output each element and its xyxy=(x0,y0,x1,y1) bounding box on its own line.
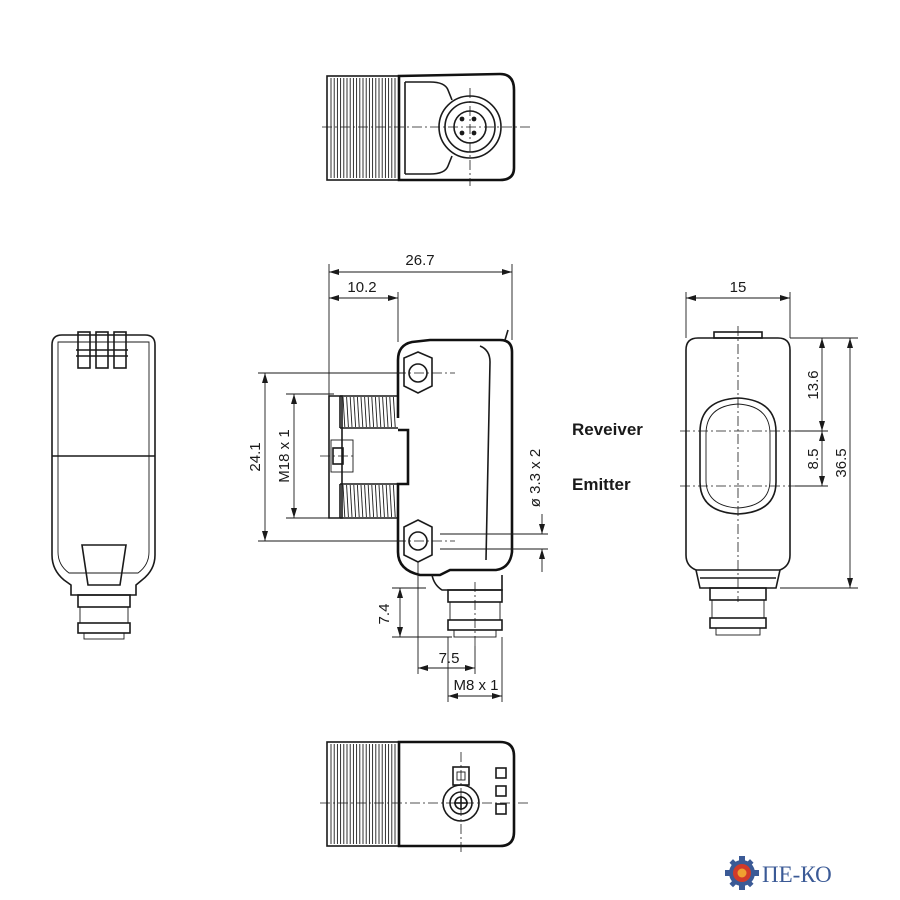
dim-lens-offset: 10.2 xyxy=(347,279,376,296)
pin-icon xyxy=(459,116,465,122)
dim-thread-height: 24.1 xyxy=(247,442,264,471)
front-view: 26.7 10.2 24.1 M18 x 1 ø 3.3 x 2 xyxy=(247,252,548,702)
top-view xyxy=(322,72,530,186)
logo-text: ПЕ-КО xyxy=(762,862,832,887)
bottom-view-thread xyxy=(330,744,396,844)
dim-receiver-offset: 13.6 xyxy=(805,370,822,399)
dim-front-thread: M18 x 1 xyxy=(276,429,293,482)
gear-logo-icon xyxy=(725,856,759,890)
bottom-view xyxy=(320,740,530,852)
lens-window xyxy=(699,397,777,515)
receiver-label: Reveiver xyxy=(572,420,643,439)
dim-overall-length: 26.7 xyxy=(405,252,434,269)
right-view: 15 13.6 8.5 36.5 xyxy=(680,279,858,636)
dim-mount-holes: ø 3.3 x 2 xyxy=(527,449,544,507)
front-thread-upper xyxy=(339,395,398,429)
dim-width: 15 xyxy=(730,279,747,296)
dim-optical-spacing: 8.5 xyxy=(805,449,822,470)
left-view xyxy=(51,331,156,640)
dim-connector-offset: 7.5 xyxy=(439,650,460,667)
logo: ПЕ-КО xyxy=(725,856,832,890)
hex-nut-icon xyxy=(403,351,433,394)
top-view-thread xyxy=(330,78,396,178)
front-thread-lower xyxy=(339,483,398,519)
emitter-label: Emitter xyxy=(572,475,631,494)
dim-connector-thread: M8 x 1 xyxy=(453,677,498,694)
dim-overall-height: 36.5 xyxy=(833,448,850,477)
dim-connector-height: 7.4 xyxy=(376,604,393,625)
